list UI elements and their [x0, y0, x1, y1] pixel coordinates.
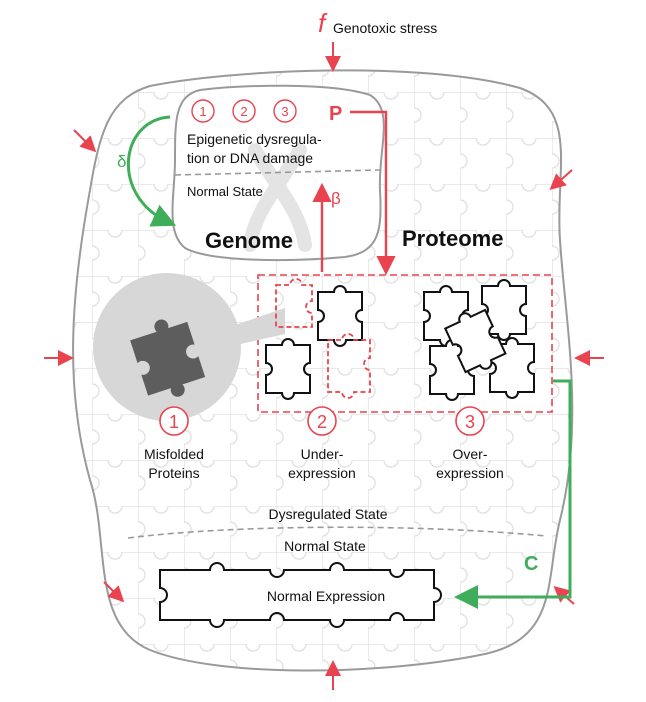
- genome-badge-2: 2: [232, 99, 256, 123]
- stress-arrow-top-right: [549, 169, 573, 190]
- c-label: C: [524, 553, 538, 575]
- svg-text:1: 1: [169, 412, 179, 432]
- under-expression-pieces: [265, 285, 363, 400]
- svg-text:Misfolded: Misfolded: [144, 446, 204, 462]
- svg-text:Under-: Under-: [301, 446, 344, 462]
- beta-label: β: [331, 189, 341, 208]
- svg-text:Over-: Over-: [453, 446, 488, 462]
- genome-badge-3: 3: [273, 99, 297, 123]
- missing-pieces: [275, 278, 371, 399]
- stress-arrows: [44, 42, 604, 690]
- normal-state-label: Normal State: [284, 538, 366, 554]
- dna-helix-icon: [243, 143, 312, 252]
- state-divider: [127, 526, 547, 539]
- normal-expression-pieces: [159, 562, 442, 628]
- genome-title: Genome: [205, 228, 293, 253]
- delta-label: δ: [117, 152, 126, 171]
- genome-badge-1: 1: [191, 99, 215, 123]
- svg-text:3: 3: [465, 412, 475, 432]
- dysregulation-line-1: Epigenetic dysregula-: [187, 131, 322, 147]
- svg-text:1: 1: [199, 104, 206, 119]
- genome-state-divider: [174, 169, 381, 176]
- p-arrow: [350, 110, 396, 276]
- c-arrow: [454, 379, 572, 609]
- dysregulated-state-label: Dysregulated State: [268, 506, 387, 522]
- svg-text:2: 2: [317, 412, 327, 432]
- misfolded-protein-piece-icon: [130, 319, 206, 397]
- proteome-title: Proteome: [402, 226, 503, 251]
- stress-arrow-top-left: [73, 129, 97, 153]
- normal-expression-label: Normal Expression: [267, 588, 385, 604]
- category-1: 1 Misfolded Proteins: [144, 406, 204, 481]
- stress-label: Genotoxic stress: [333, 20, 437, 36]
- p-label: P: [329, 103, 342, 125]
- category-3: 3 Over- expression: [436, 406, 504, 481]
- genome-normal-state: Normal State: [187, 184, 263, 199]
- svg-text:expression: expression: [436, 465, 504, 481]
- zoom-callout: [232, 308, 285, 346]
- over-expression-pieces: [423, 279, 535, 401]
- svg-text:Proteins: Proteins: [148, 465, 199, 481]
- dysregulation-line-2: tion or DNA damage: [187, 150, 313, 166]
- delta-arrow: [127, 115, 177, 227]
- stress-symbol: f: [318, 8, 328, 38]
- svg-text:3: 3: [281, 104, 288, 119]
- category-2: 2 Under- expression: [288, 406, 356, 481]
- svg-text:2: 2: [240, 104, 247, 119]
- proteome-region: [257, 274, 553, 413]
- stress-arrow-bottom-left: [103, 581, 125, 603]
- svg-text:expression: expression: [288, 465, 356, 481]
